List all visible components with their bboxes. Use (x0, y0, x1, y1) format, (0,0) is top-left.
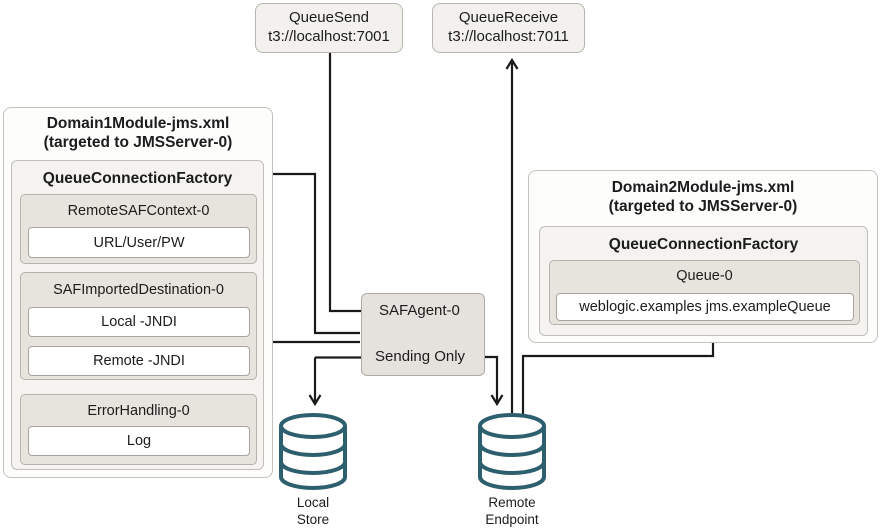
url-user-pw-box: URL/User/PW (28, 227, 250, 258)
domain2-title-line1: Domain2Module-jms.xml (611, 179, 795, 196)
log-box: Log (28, 426, 250, 456)
domain1-title-line1: Domain1Module-jms.xml (46, 115, 230, 132)
domain1-queueconnectionfactory-box: QueueConnectionFactory RemoteSAFContext-… (11, 160, 264, 470)
queue0-box: Queue-0 weblogic.examples jms.exampleQue… (549, 260, 860, 325)
local-store-label-line2: Store (296, 512, 330, 527)
saf-imported-destination-title: SAFImportedDestination-0 (53, 282, 224, 298)
domain1-module-box: Domain1Module-jms.xml (targeted to JMSSe… (3, 107, 273, 478)
remote-saf-context-box: RemoteSAFContext-0 URL/User/PW (20, 194, 257, 264)
saf-agent-mode: Sending Only (375, 348, 466, 365)
local-store-label: Local Store (273, 494, 353, 528)
queuesend-url: t3://localhost:7001 (268, 28, 390, 45)
queuesend-client-box: QueueSend t3://localhost:7001 (255, 3, 403, 53)
local-jndi-box: Local -JNDI (28, 307, 250, 337)
remote-endpoint-label-line1: Remote (488, 495, 536, 510)
error-handling-title: ErrorHandling-0 (87, 403, 190, 419)
domain1-title-line2: (targeted to JMSServer-0) (43, 133, 233, 151)
edge-queuesend-to-safagent (328, 53, 373, 311)
remote-jndi-box: Remote -JNDI (28, 346, 250, 376)
queue-jndi-name-box: weblogic.examples jms.exampleQueue (556, 293, 854, 321)
queuereceive-name: QueueReceive (458, 9, 559, 27)
error-handling-box: ErrorHandling-0 Log (20, 394, 257, 465)
saf-imported-destination-box: SAFImportedDestination-0 Local -JNDI Rem… (20, 272, 257, 380)
domain2-title-line2: (targeted to JMSServer-0) (608, 197, 798, 215)
remote-endpoint-label: Remote Endpoint (472, 494, 552, 528)
domain2-title: Domain2Module-jms.xml (targeted to JMSSe… (529, 179, 877, 217)
remote-endpoint-label-line2: Endpoint (485, 512, 539, 527)
remote-saf-context-title: RemoteSAFContext-0 (67, 203, 210, 219)
domain1-qcf-title: QueueConnectionFactory (42, 170, 233, 187)
domain2-qcf-title: QueueConnectionFactory (608, 236, 799, 253)
edge-qcf-to-safagent (263, 172, 360, 335)
queue0-title: Queue-0 (676, 268, 733, 284)
domain1-title: Domain1Module-jms.xml (targeted to JMSSe… (4, 115, 272, 153)
queuereceive-url: t3://localhost:7011 (448, 28, 569, 45)
queuereceive-client-box: QueueReceive t3://localhost:7011 (432, 3, 585, 53)
local-store-database-icon (279, 413, 347, 490)
saf-agent-box: SAFAgent-0 Sending Only (361, 293, 485, 376)
saf-agent-name: SAFAgent-0 (379, 302, 460, 319)
domain2-queueconnectionfactory-box: QueueConnectionFactory Queue-0 weblogic.… (539, 226, 868, 336)
queuesend-name: QueueSend (288, 9, 370, 27)
remote-endpoint-database-icon (478, 413, 546, 490)
domain2-module-box: Domain2Module-jms.xml (targeted to JMSSe… (528, 170, 878, 343)
local-store-label-line1: Local (296, 495, 330, 510)
